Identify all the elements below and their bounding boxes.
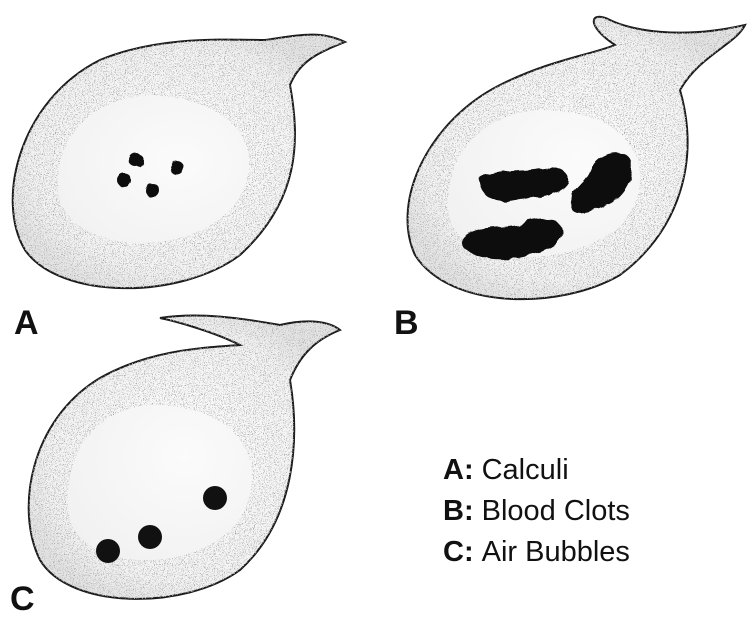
panel-label-c: C bbox=[10, 582, 35, 616]
legend-label: Blood Clots bbox=[482, 495, 630, 527]
legend-label: Calculi bbox=[482, 454, 569, 486]
legend-row-a: A:Calculi bbox=[443, 450, 630, 491]
air-bubble bbox=[96, 539, 120, 563]
legend: A:Calculi B:Blood Clots C:Air Bubbles bbox=[443, 450, 630, 573]
legend-key: B: bbox=[443, 495, 474, 527]
panel-a-drawing bbox=[13, 35, 345, 289]
panel-b-drawing bbox=[408, 17, 745, 299]
legend-key: C: bbox=[443, 536, 474, 568]
calculus-stone bbox=[170, 161, 184, 175]
panel-label-b: B bbox=[394, 306, 419, 340]
legend-row-c: C:Air Bubbles bbox=[443, 532, 630, 573]
calculus-stone bbox=[129, 153, 143, 167]
legend-key: A: bbox=[443, 454, 474, 486]
legend-row-b: B:Blood Clots bbox=[443, 491, 630, 532]
panel-c-drawing bbox=[29, 316, 340, 599]
calculus-stone bbox=[146, 184, 160, 198]
calculus-stone bbox=[117, 173, 131, 187]
air-bubble bbox=[203, 486, 227, 510]
air-bubble bbox=[138, 525, 162, 549]
panel-label-a: A bbox=[14, 306, 39, 340]
legend-label: Air Bubbles bbox=[482, 536, 630, 568]
